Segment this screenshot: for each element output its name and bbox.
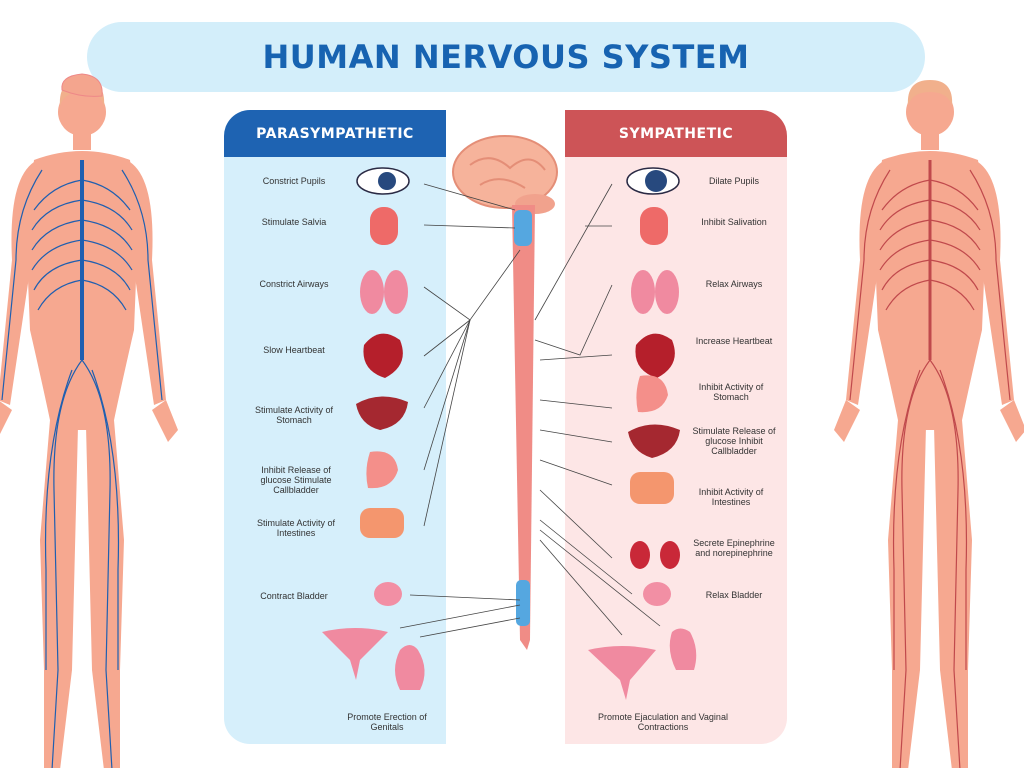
symp-label-glucose: Stimulate Release of glucose Inhibit Cal… [692,426,776,456]
symp-label-stomach: Inhibit Activity of Stomach [698,382,764,402]
left-body-figure [0,73,178,768]
heart-icon [363,333,403,378]
intestines-icon [630,472,674,504]
symp-label-relax-airways: Relax Airways [705,279,763,289]
liver-icon [356,396,408,430]
tongue-icon [640,207,668,245]
stomach-icon [366,451,398,489]
bladder-icon [643,582,671,606]
symp-label-intestines: Inhibit Activity of Intestines [698,487,764,507]
right-body-figure [834,80,1024,768]
stomach-icon [636,375,668,413]
symp-organ-icons [588,167,697,700]
para-label-glucose: Inhibit Release of glucose Stimulate Cal… [260,465,332,495]
para-label-stimulate-salvia: Stimulate Salvia [261,217,327,227]
male-genitals-icon [395,645,425,690]
para-organ-icons [322,167,425,690]
lungs-icon [360,270,384,314]
para-label-constrict-pupils: Constrict Pupils [262,176,326,186]
para-label-contract-bladder: Contract Bladder [260,591,328,601]
intestines-icon [360,508,404,538]
liver-icon [628,424,680,458]
central-spine [452,135,558,650]
para-label-stomach: Stimulate Activity of Stomach [254,405,334,425]
kidney-icon [630,541,650,569]
male-genitals-icon [669,628,697,670]
uterus-icon [588,646,656,700]
symp-label-genitals: Promote Ejaculation and Vaginal Contract… [598,712,728,732]
page-title: HUMAN NERVOUS SYSTEM [262,38,750,76]
symp-label-increase-heartbeat: Increase Heartbeat [695,336,773,346]
symp-label-epinephrine: Secrete Epinephrine and norepinephrine [693,538,775,558]
parasympathetic-header: PARASYMPATHETIC [224,110,446,157]
symp-label-relax-bladder: Relax Bladder [705,590,763,600]
connector-lines [399,183,661,638]
title-banner: HUMAN NERVOUS SYSTEM [87,22,925,92]
para-label-constrict-airways: Constrict Airways [259,279,329,289]
para-label-intestines: Stimulate Activity of Intestines [256,518,336,538]
bladder-icon [374,582,402,606]
uterus-icon [322,628,388,680]
symp-label-dilate-pupils: Dilate Pupils [708,176,760,186]
para-label-slow-heartbeat: Slow Heartbeat [263,345,325,355]
lungs-icon [631,270,655,314]
heart-icon [635,333,675,378]
para-label-genitals: Promote Erection of Genitals [347,712,427,732]
tongue-icon [370,207,398,245]
symp-label-inhibit-salivation: Inhibit Salivation [701,217,767,227]
sympathetic-header: SYMPATHETIC [565,110,787,157]
